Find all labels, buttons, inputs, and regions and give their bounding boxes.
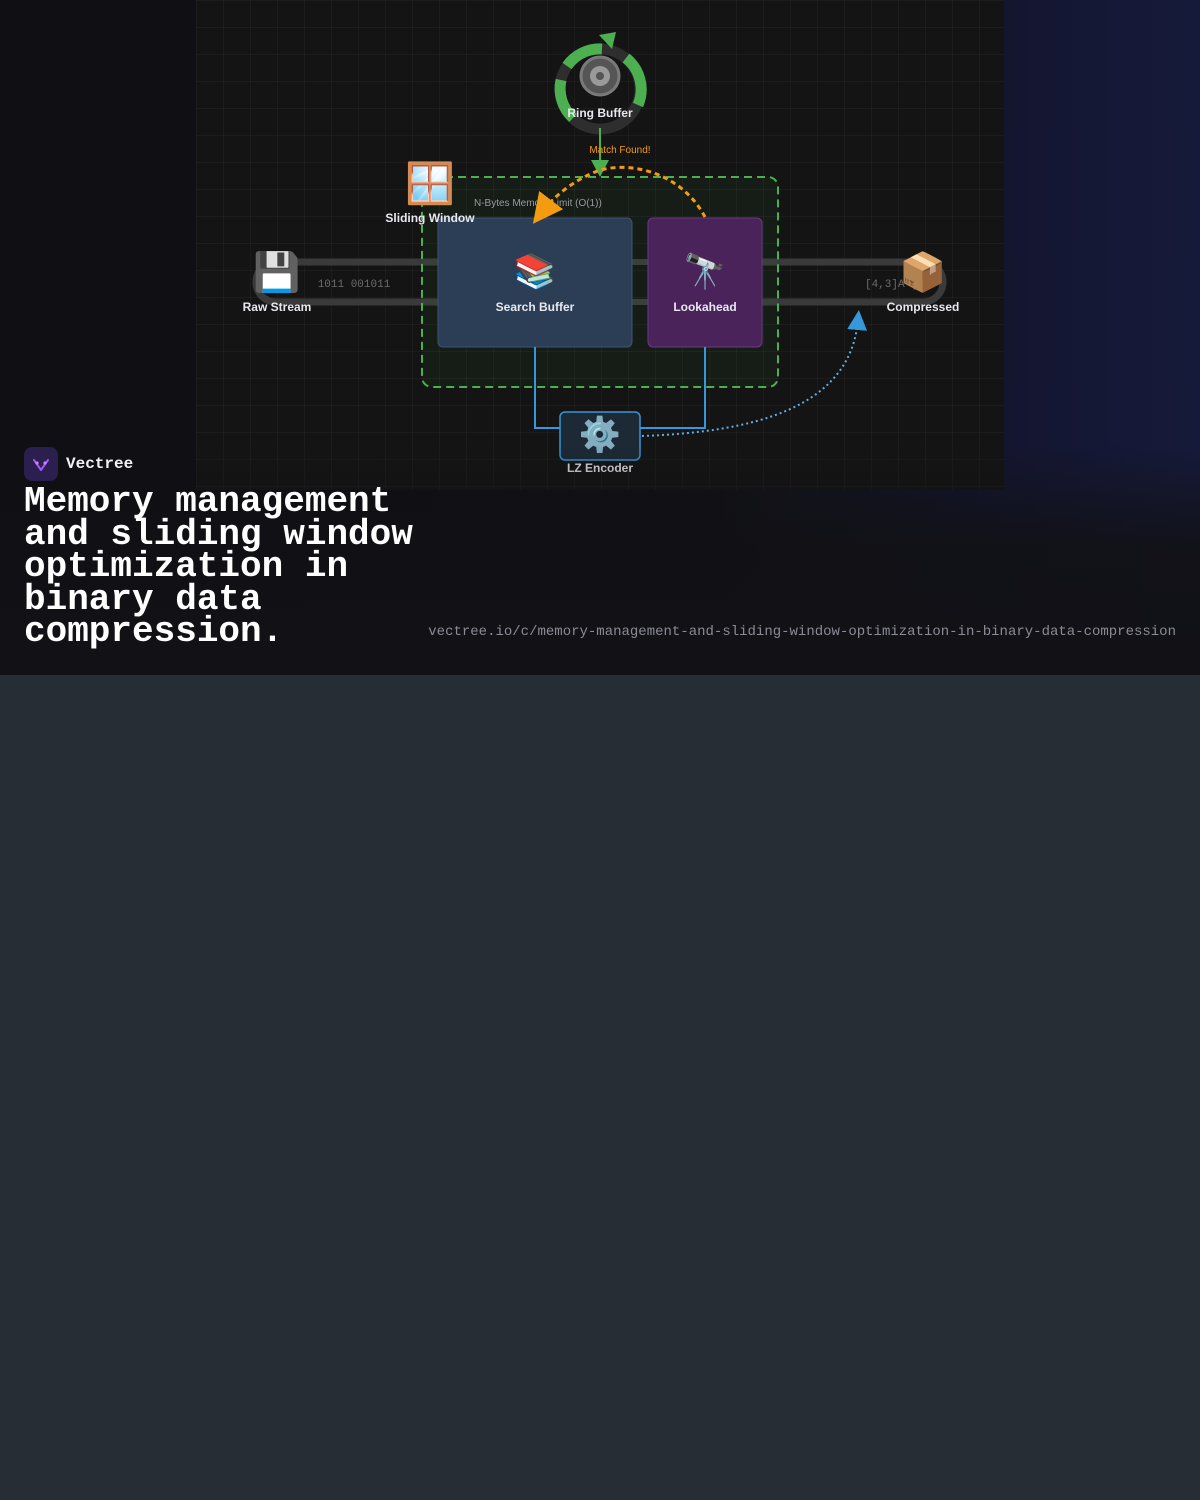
lookahead-node: 🔭 Lookahead	[647, 217, 763, 348]
page-title: Memory management and sliding window opt…	[24, 481, 413, 652]
books-icon: 📚	[514, 252, 556, 292]
search-buffer-node: 📚 Search Buffer	[437, 217, 633, 348]
lz-encoder-node: ⚙️ LZ Encoder	[559, 411, 641, 475]
sliding-window-label: Sliding Window	[385, 211, 475, 225]
raw-stream-node: 💾 Raw Stream	[243, 250, 312, 314]
telescope-icon: 🔭	[684, 252, 726, 292]
compressed-node: 📦 Compressed	[887, 250, 960, 314]
sliding-window-node: 🪟 Sliding Window	[385, 160, 475, 225]
lz-encoder-label: LZ Encoder	[567, 461, 633, 475]
ring-buffer-node: 🛞 Ring Buffer	[554, 32, 647, 135]
output-pipe	[758, 258, 947, 306]
brand[interactable]: Vectree	[24, 447, 133, 481]
page-url[interactable]: vectree.io/c/memory-management-and-slidi…	[428, 624, 1176, 640]
output-bits: [4,3]A [1,	[865, 279, 931, 291]
gear-icon: ⚙️	[579, 415, 621, 455]
match-found-note: Match Found!	[589, 145, 650, 156]
vectree-logo-icon	[24, 447, 58, 481]
input-bits: 1011 001011	[318, 279, 391, 291]
window-icon: 🪟	[405, 160, 455, 207]
raw-stream-label: Raw Stream	[243, 300, 312, 314]
search-buffer-label: Search Buffer	[496, 300, 575, 314]
compressed-label: Compressed	[887, 300, 960, 314]
input-pipe	[252, 258, 442, 306]
memory-limit-note: N-Bytes Memory Limit (O(1))	[474, 198, 602, 209]
encoder-to-compressed-arrow	[641, 310, 868, 437]
lookahead-to-encoder-link	[640, 347, 706, 429]
package-icon: 📦	[899, 250, 946, 294]
floppy-disk-icon: 💾	[253, 250, 300, 294]
brand-name: Vectree	[66, 455, 134, 473]
ring-buffer-label: Ring Buffer	[567, 106, 633, 120]
compression-diagram: 1011 001011 [4,3]A [1, N-Bytes Memory Li…	[196, 0, 1004, 490]
preview-card: 1011 001011 [4,3]A [1, N-Bytes Memory Li…	[0, 0, 1200, 675]
search-to-encoder-link	[534, 347, 560, 429]
match-found-arrow	[532, 165, 707, 224]
lookahead-label: Lookahead	[673, 300, 736, 314]
ring-to-window-arrow	[591, 128, 609, 177]
